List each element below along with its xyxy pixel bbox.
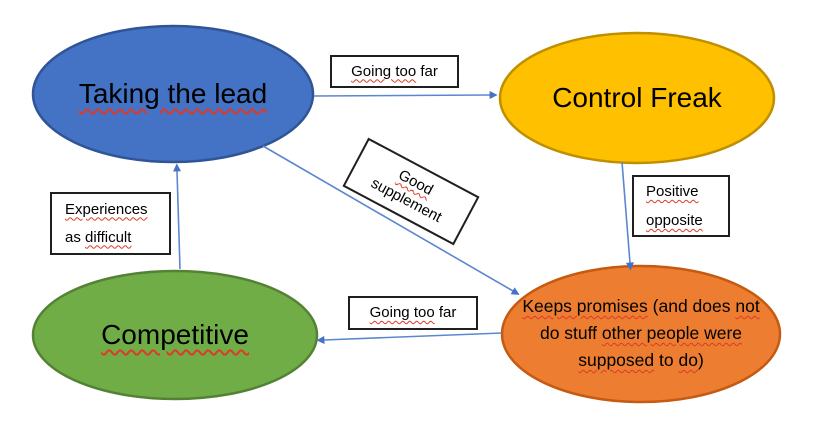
- edge-label-going-too-far-top[interactable]: Going too far: [330, 55, 459, 88]
- edge-lead-to-control-freak[interactable]: [313, 91, 498, 100]
- edge-label-experiences-as-difficult[interactable]: Experiences as difficult: [50, 192, 171, 255]
- node-control-freak[interactable]: [498, 31, 776, 165]
- node-keeps-promises[interactable]: [500, 264, 782, 404]
- edge-label-going-too-far-bottom[interactable]: Going too far: [348, 296, 478, 330]
- node-taking-the-lead[interactable]: [31, 24, 315, 164]
- edge-control-freak-to-keeps-promises[interactable]: [621, 161, 634, 271]
- edge-keeps-promises-to-competitive[interactable]: [316, 332, 503, 344]
- edge-lead-to-keeps-promises[interactable]: [262, 145, 520, 295]
- node-competitive[interactable]: [31, 269, 319, 401]
- edge-label-positive-opposite[interactable]: Positive opposite: [632, 175, 730, 237]
- edge-competitive-to-lead[interactable]: [173, 163, 182, 270]
